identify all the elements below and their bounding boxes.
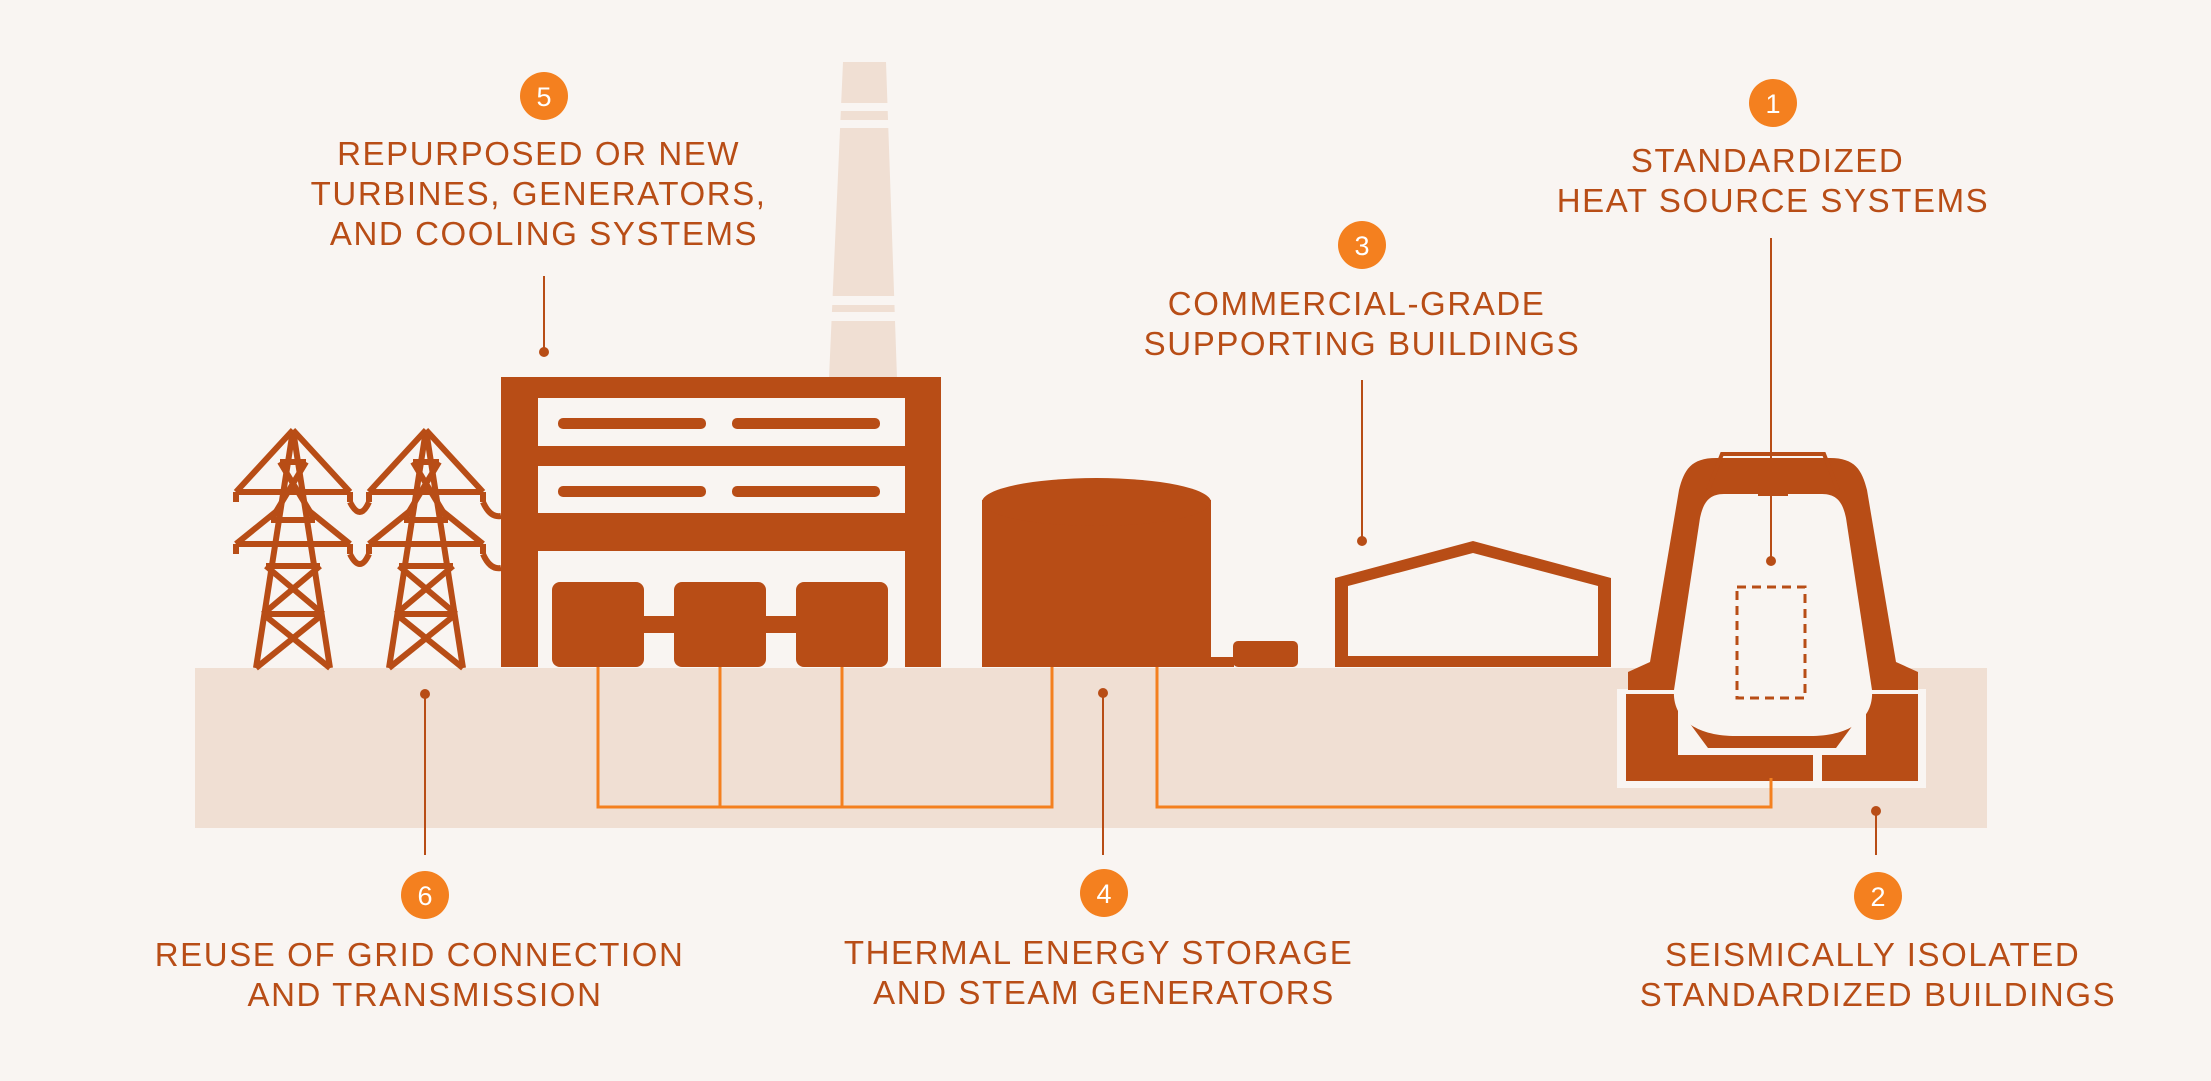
callout-5-number: 5 <box>536 82 551 112</box>
callout-2: 2 SEISMICALLY ISOLATED STANDARDIZED BUIL… <box>1640 872 2116 1013</box>
svg-text:REUSE OF GRID CONNECTION: REUSE OF GRID CONNECTION AND TRANSMISSIO… <box>155 936 696 1013</box>
callout-5-line-1: REPURPOSED OR NEW <box>337 135 740 172</box>
callout-1-badge <box>1749 79 1797 127</box>
underground-pipes <box>596 667 1773 809</box>
reactor-icon <box>1617 452 1926 788</box>
supporting-building-icon <box>1335 541 1611 667</box>
callout-5-line-2: TURBINES, GENERATORS, <box>311 175 767 212</box>
svg-text:SEISMICALLY ISOLATED STA: SEISMICALLY ISOLATED STANDARDIZED BUILDI… <box>1640 936 2116 1013</box>
callout-4-badge <box>1080 869 1128 917</box>
callout-6-line-1: REUSE OF GRID CONNECTION <box>155 936 685 973</box>
callout-6-badge <box>401 871 449 919</box>
svg-text:THERMAL ENERGY STORAGE A: THERMAL ENERGY STORAGE AND STEAM GENERAT… <box>844 934 1364 1011</box>
turbine-hall-icon <box>501 377 941 667</box>
callout-6-number: 6 <box>417 881 432 911</box>
callout-5: 5 REPURPOSED OR NEW TURBINES, GENERATORS… <box>311 72 778 252</box>
callout-4-line-1: THERMAL ENERGY STORAGE <box>844 934 1354 971</box>
callout-3-line-2: SUPPORTING BUILDINGS <box>1144 325 1581 362</box>
callout-3-number: 3 <box>1354 231 1369 261</box>
callout-3: 3 COMMERCIAL-GRADE SUPPORTING BUILDINGS <box>1144 221 1581 362</box>
callout-5-badge <box>520 72 568 120</box>
callout-6-line-2: AND TRANSMISSION <box>247 976 602 1013</box>
callout-1-line-2: HEAT SOURCE SYSTEMS <box>1557 182 1990 219</box>
callout-4-line-2: AND STEAM GENERATORS <box>873 974 1335 1011</box>
callout-1: 1 STANDARDIZED HEAT SOURCE SYSTEMS <box>1557 79 1990 219</box>
callout-2-line-2: STANDARDIZED BUILDINGS <box>1640 976 2116 1013</box>
callout-5-line-3: AND COOLING SYSTEMS <box>330 215 758 252</box>
svg-text:STANDARDIZED HEAT SOURCE: STANDARDIZED HEAT SOURCE SYSTEMS <box>1557 142 1990 219</box>
callout-1-line-1: STANDARDIZED <box>1631 142 1904 179</box>
callout-3-line-1: COMMERCIAL-GRADE <box>1168 285 1546 322</box>
callout-4: 4 THERMAL ENERGY STORAGE AND STEAM GENER… <box>844 869 1364 1011</box>
callout-1-number: 1 <box>1765 89 1780 119</box>
svg-text:COMMERCIAL-GRADE SUPPORT: COMMERCIAL-GRADE SUPPORTING BUILDINGS <box>1144 285 1581 362</box>
callout-2-line-1: SEISMICALLY ISOLATED <box>1665 936 2080 973</box>
svg-text:REPURPOSED OR NEW TURBIN: REPURPOSED OR NEW TURBINES, GENERATORS, … <box>311 135 778 252</box>
storage-tank-icon <box>982 478 1298 667</box>
transmission-towers-icon <box>233 427 502 671</box>
callout-2-number: 2 <box>1870 882 1885 912</box>
leader-lines <box>420 238 1881 855</box>
chimney-icon <box>828 62 900 378</box>
callout-2-badge <box>1854 872 1902 920</box>
callout-6: 6 REUSE OF GRID CONNECTION AND TRANSMISS… <box>155 871 696 1013</box>
callout-3-badge <box>1338 221 1386 269</box>
callout-4-number: 4 <box>1096 879 1111 909</box>
